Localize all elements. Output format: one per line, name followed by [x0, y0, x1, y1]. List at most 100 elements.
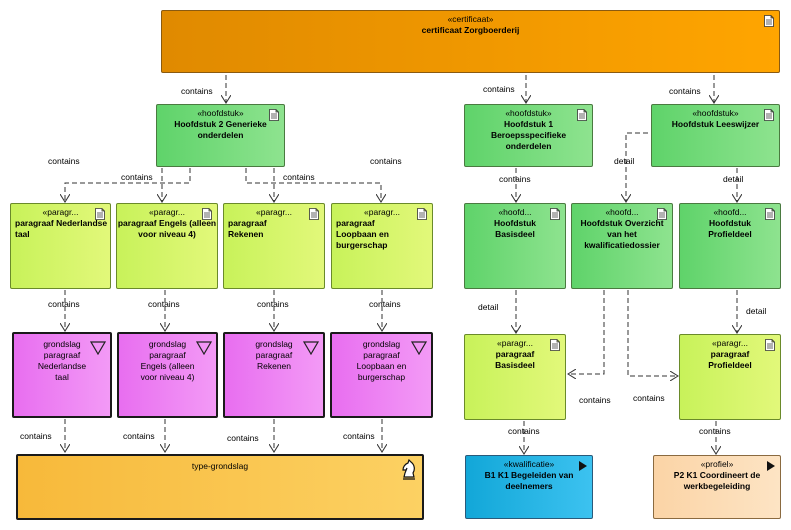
certificaat-node[interactable]: «certificaat» certificaat Zorgboerderij [161, 10, 780, 73]
paragraaf-engels-node[interactable]: «paragr... paragraaf Engels (alleen voor… [116, 203, 218, 289]
paragraaf-name: paragraaf Loopbaan en burgerschap [336, 218, 389, 250]
grondslag-nederlandse-taal-node[interactable]: grondslag paragraaf Nederlandse taal [12, 332, 112, 418]
hoofdstuk-leeswijzer-name: Hoofdstuk Leeswijzer [671, 119, 760, 129]
grondslag-loopbaan-node[interactable]: grondslag paragraaf Loopbaan en burgersc… [330, 332, 433, 418]
label-detail: detail [746, 306, 767, 316]
certificaat-name: certificaat Zorgboerderij [421, 25, 520, 35]
hoofdstuk-overzicht-name: Hoofdstuk Overzicht van het kwalificatie… [580, 218, 664, 250]
connector-hovz-ppro [627, 290, 678, 376]
grondslag-rekenen-node[interactable]: grondslag paragraaf Rekenen [223, 332, 325, 418]
hoofdstuk-1-name: Hoofdstuk 1 Beroepsspecifieke onderdelen [490, 119, 567, 151]
document-icon [550, 339, 560, 351]
paragraaf-nederlandse-taal-node[interactable]: «paragr... paragraaf Nederlandse taal [10, 203, 111, 289]
paragraaf-stereotype: «paragr... [42, 207, 79, 217]
paragraaf-stereotype: «paragr... [712, 338, 748, 348]
label-contains: contains [499, 174, 531, 184]
label-contains: contains [181, 86, 213, 96]
grondslag-name: grondslag paragraaf Nederlandse taal [37, 339, 87, 382]
paragraaf-profieldeel-node[interactable]: «paragr... paragraaf Profieldeel [679, 334, 781, 420]
hoofdstuk-1-node[interactable]: «hoofdstuk» Hoofdstuk 1 Beroepsspecifiek… [464, 104, 593, 167]
document-icon [269, 109, 279, 121]
profiel-stereotype: «profiel» [700, 459, 734, 469]
hoofdstuk-profieldeel-node[interactable]: «hoofd... Hoofdstuk Profieldeel [679, 203, 781, 289]
hoofdstuk-basisdeel-node[interactable]: «hoofd... Hoofdstuk Basisdeel [464, 203, 566, 289]
hoofdstuk-overzicht-node[interactable]: «hoofd... Hoofdstuk Overzicht van het kw… [571, 203, 673, 289]
document-icon [765, 208, 775, 220]
label-contains: contains [699, 426, 731, 436]
paragraaf-stereotype: «paragr... [497, 338, 533, 348]
paragraaf-basisdeel-node[interactable]: «paragr... paragraaf Basisdeel [464, 334, 566, 420]
document-icon [550, 208, 560, 220]
label-contains: contains [257, 299, 289, 309]
connector-h2-lb [245, 168, 381, 202]
document-icon [309, 208, 319, 220]
document-icon [764, 15, 774, 27]
hoofdstuk-stereotype: «hoofd... [605, 207, 639, 217]
document-icon [577, 109, 587, 121]
hoofdstuk-1-stereotype: «hoofdstuk» [505, 108, 552, 118]
hoofdstuk-2-name: Hoofdstuk 2 Generieke onderdelen [174, 119, 267, 140]
label-contains: contains [20, 431, 52, 441]
label-detail: detail [614, 156, 635, 166]
paragraaf-name: paragraaf Nederlandse taal [15, 218, 108, 239]
hoofdstuk-2-stereotype: «hoofdstuk» [197, 108, 244, 118]
label-contains: contains [48, 299, 80, 309]
label-detail: detail [478, 302, 499, 312]
certificaat-stereotype: «certificaat» [447, 14, 494, 24]
label-contains: contains [579, 395, 611, 405]
document-icon [657, 208, 667, 220]
document-icon [764, 109, 774, 121]
hoofdstuk-basisdeel-name: Hoofdstuk Basisdeel [493, 218, 537, 239]
profiel-node[interactable]: «profiel» P2 K1 Coordineert de werkbegel… [653, 455, 781, 519]
label-contains: contains [121, 172, 153, 182]
paragraaf-stereotype: «paragr... [364, 207, 400, 217]
connector-hl-hovz [626, 132, 656, 202]
hoofdstuk-leeswijzer-stereotype: «hoofdstuk» [692, 108, 739, 118]
label-contains: contains [669, 86, 701, 96]
paragraaf-profieldeel-name: paragraaf Profieldeel [708, 349, 752, 370]
document-icon [202, 208, 212, 220]
label-contains: contains [483, 84, 515, 94]
document-icon [95, 208, 105, 220]
label-contains: contains [343, 431, 375, 441]
grondslag-name: grondslag paragraaf Loopbaan en burgersc… [356, 339, 407, 382]
triangle-right-icon [579, 461, 587, 471]
label-contains: contains [123, 431, 155, 441]
triangle-right-icon [767, 461, 775, 471]
paragraaf-rekenen-node[interactable]: «paragr... paragraaf Rekenen [223, 203, 325, 289]
paragraaf-name: paragraaf Engels (alleen voor niveau 4) [117, 218, 217, 239]
label-contains: contains [148, 299, 180, 309]
connector-hovz-pbas [568, 290, 605, 374]
paragraaf-stereotype: «paragr... [149, 207, 185, 217]
document-icon [417, 208, 427, 220]
type-grondslag-name: type-grondslag [191, 461, 249, 471]
kwalificatie-stereotype: «kwalificatie» [503, 459, 555, 469]
hoofdstuk-profieldeel-name: Hoofdstuk Profieldeel [708, 218, 752, 239]
triangle-down-icon [303, 341, 319, 355]
grondslag-name: grondslag paragraaf Rekenen [255, 339, 293, 371]
label-contains: contains [370, 156, 402, 166]
triangle-down-icon [196, 341, 212, 355]
label-contains: contains [369, 299, 401, 309]
chess-knight-icon [402, 459, 415, 480]
hoofdstuk-stereotype: «hoofd... [713, 207, 747, 217]
hoofdstuk-leeswijzer-node[interactable]: «hoofdstuk» Hoofdstuk Leeswijzer [651, 104, 780, 167]
label-contains: contains [283, 172, 315, 182]
triangle-down-icon [411, 341, 427, 355]
label-detail: detail [723, 174, 744, 184]
document-icon [765, 339, 775, 351]
type-grondslag-node[interactable]: type-grondslag [16, 454, 424, 520]
label-contains: contains [633, 393, 665, 403]
kwalificatie-node[interactable]: «kwalificatie» B1 K1 Begeleiden van deel… [465, 455, 593, 519]
grondslag-engels-node[interactable]: grondslag paragraaf Engels (alleen voor … [117, 332, 218, 418]
triangle-down-icon [90, 341, 106, 355]
hoofdstuk-stereotype: «hoofd... [498, 207, 532, 217]
hoofdstuk-2-node[interactable]: «hoofdstuk» Hoofdstuk 2 Generieke onderd… [156, 104, 285, 167]
paragraaf-name: paragraaf Rekenen [228, 218, 267, 239]
label-contains: contains [227, 433, 259, 443]
profiel-name: P2 K1 Coordineert de werkbegeleiding [673, 470, 761, 491]
kwalificatie-name: B1 K1 Begeleiden van deelnemers [484, 470, 574, 491]
grondslag-name: grondslag paragraaf Engels (alleen voor … [140, 339, 195, 382]
paragraaf-loopbaan-node[interactable]: «paragr... paragraaf Loopbaan en burgers… [331, 203, 433, 289]
